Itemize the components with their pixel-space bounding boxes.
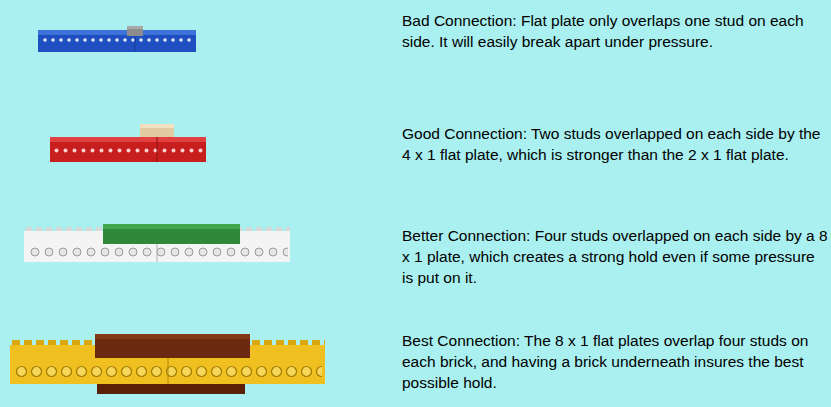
white-bricks <box>24 224 290 262</box>
brick-holes <box>28 245 288 259</box>
plate-top <box>127 26 143 29</box>
brick-holes <box>52 146 205 155</box>
connection-note: Bad Connection: Flat plate only overlaps… <box>402 10 828 52</box>
red-bricks <box>50 124 206 162</box>
flat-plate <box>140 124 174 137</box>
flat-plate <box>103 224 240 244</box>
flat-plate <box>95 334 250 358</box>
blue-bricks <box>38 26 196 52</box>
plate-top <box>140 124 174 128</box>
brick-holes <box>41 36 193 44</box>
plate-top <box>95 334 250 339</box>
brick-top <box>50 137 206 142</box>
brick-seam <box>157 137 158 162</box>
brick-top <box>38 30 196 35</box>
red-brick <box>50 137 206 162</box>
connection-note: Good Connection: Two studs overlapped on… <box>402 123 828 165</box>
blue-brick <box>38 30 196 52</box>
plate-top <box>103 224 240 229</box>
flat-plate <box>127 26 143 36</box>
connection-note: Better Connection: Four studs overlapped… <box>402 225 828 288</box>
connection-note: Best Connection: The 8 x 1 flat plates o… <box>402 330 828 393</box>
yellow-bricks <box>10 334 325 394</box>
